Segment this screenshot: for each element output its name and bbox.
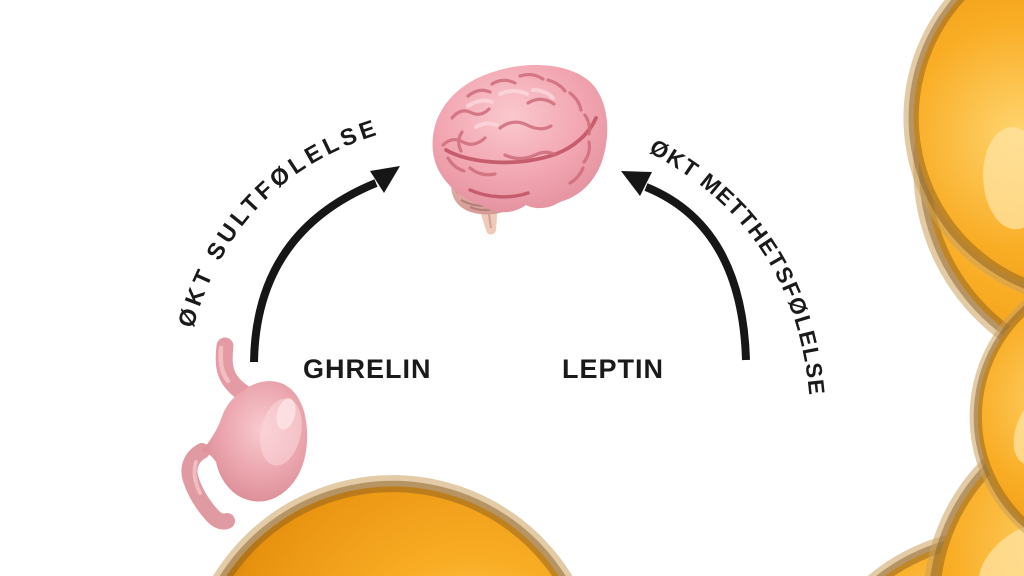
stomach-image — [181, 337, 308, 530]
left-arrow-head-icon — [370, 166, 400, 193]
left-arrow-label: ØKT SULTFØLELSE — [173, 114, 383, 330]
duodenum — [181, 443, 235, 530]
ghrelin-label: GHRELIN — [303, 354, 432, 384]
brain-image — [432, 65, 608, 235]
right-arrow-label: ØKT METTHETSFØLELSE — [646, 134, 830, 397]
right-arrow-shaft — [644, 183, 750, 361]
brain-sulci — [441, 72, 592, 185]
right-arrow-head-icon — [621, 171, 652, 196]
leptin-label: LEPTIN — [562, 354, 665, 384]
left-arrow-shaft — [250, 179, 378, 363]
brain-sulci-deep — [444, 116, 598, 199]
left-arrow — [250, 166, 400, 363]
brain-highlights — [466, 88, 555, 129]
right-arrow — [621, 171, 750, 361]
